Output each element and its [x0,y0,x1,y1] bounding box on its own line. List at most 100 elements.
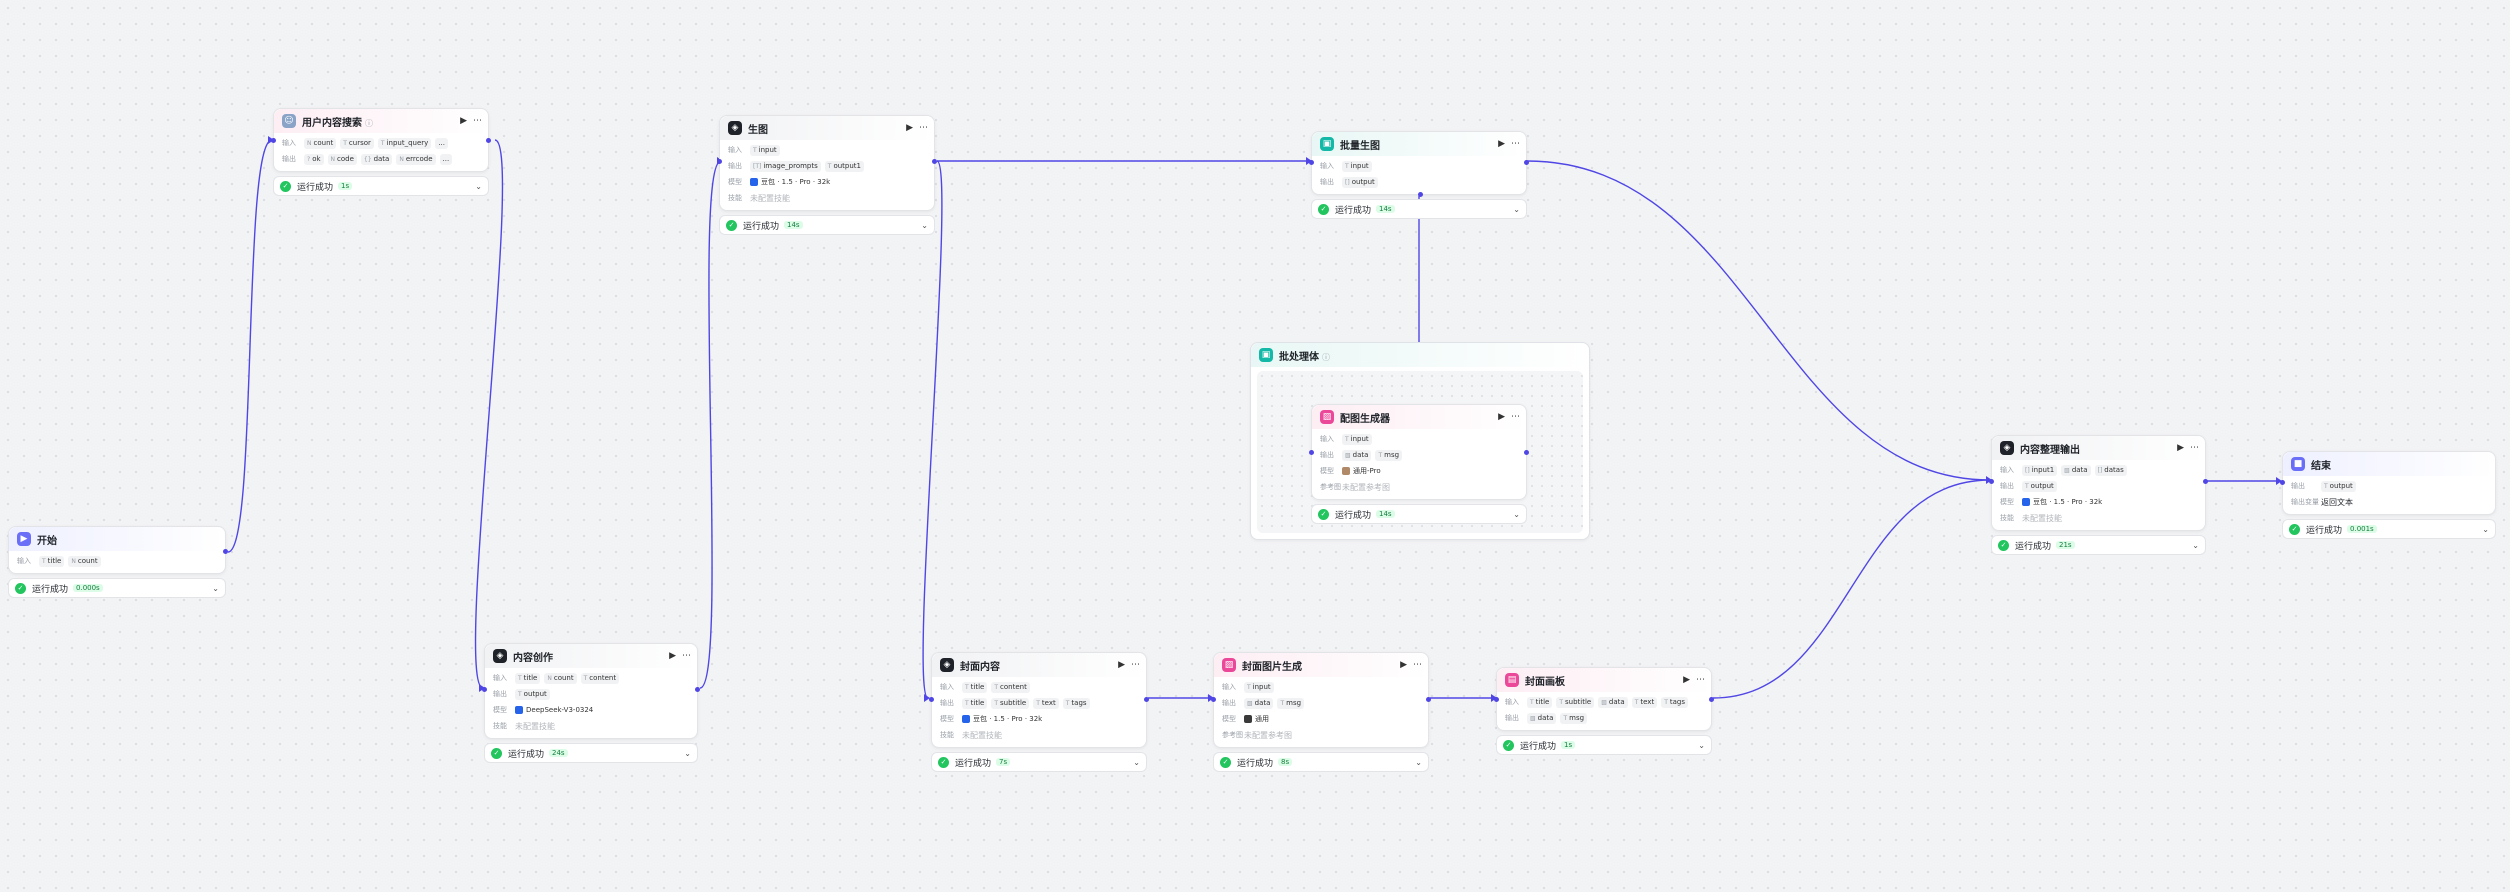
canvas-icon: ▤ [1505,673,1519,687]
output-port[interactable] [1709,697,1714,702]
model-thumb-icon [1342,467,1350,475]
run-status-bar[interactable]: ✓ 运行成功 24s ⌄ [484,743,698,763]
more-options-button[interactable]: ⋯ [1511,412,1520,422]
input-port[interactable] [2280,480,2285,485]
run-node-button[interactable]: ▶ [1400,660,1407,670]
doubao-icon [962,715,970,723]
run-node-button[interactable]: ▶ [1118,660,1125,670]
input-port[interactable] [929,697,934,702]
output-port[interactable] [1426,697,1431,702]
run-status-bar[interactable]: ✓ 运行成功 21s ⌄ [1991,535,2206,555]
input-port[interactable] [717,159,722,164]
success-check-icon: ✓ [1503,739,1514,751]
node-title: 封面内容 [960,661,1000,673]
node-title: 封面图片生成 [1242,661,1302,673]
run-node-button[interactable]: ▶ [1498,412,1505,422]
input-port[interactable] [1211,697,1216,702]
run-time-badge: 8s [1278,758,1293,766]
input-port[interactable] [1309,450,1314,455]
run-time-badge: 24s [549,749,568,757]
run-status-bar[interactable]: ✓ 运行成功 8s ⌄ [1213,752,1429,772]
chevron-down-icon[interactable]: ⌄ [921,220,928,230]
more-options-button[interactable]: ⋯ [1696,675,1705,685]
run-node-button[interactable]: ▶ [460,116,467,126]
batch-icon: ▣ [1320,137,1334,151]
node-title: 内容创作 [513,652,553,664]
input-port[interactable] [482,687,487,692]
deepseek-icon [515,706,523,714]
output-port[interactable] [223,549,228,554]
run-node-button[interactable]: ▶ [1498,139,1505,149]
chevron-down-icon[interactable]: ⌄ [2482,524,2489,534]
node-title: 批处理体 [1279,351,1319,363]
run-status-bar[interactable]: ✓ 运行成功 14s ⌄ [719,215,935,235]
image-gen-icon: ▨ [1320,410,1334,424]
run-time-badge: 0.000s [73,584,103,592]
more-options-button[interactable]: ⋯ [2190,443,2199,453]
input-port[interactable] [1989,479,1994,484]
run-time-badge: 14s [1376,510,1395,518]
info-icon[interactable]: ⓘ [365,118,373,128]
plugin-avatar-icon: ☺ [282,114,296,128]
output-port[interactable] [932,159,937,164]
chevron-down-icon[interactable]: ⌄ [212,583,219,593]
more-options-button[interactable]: ⋯ [1413,660,1422,670]
output-port[interactable] [1144,697,1149,702]
run-status-bar[interactable]: ✓ 运行成功 0.000s ⌄ [8,578,226,598]
chevron-down-icon[interactable]: ⌄ [1415,757,1422,767]
output-port[interactable] [486,138,491,143]
run-time-badge: 7s [996,758,1011,766]
more-options-button[interactable]: ⋯ [682,651,691,661]
batch-body-port[interactable] [1418,192,1423,197]
node-title: 用户内容搜索 [302,117,362,129]
more-options-button[interactable]: ⋯ [473,116,482,126]
output-port[interactable] [1524,450,1529,455]
run-time-badge: 14s [1376,205,1395,213]
run-status-bar[interactable]: ✓ 运行成功 14s ⌄ [1311,199,1527,219]
input-port[interactable] [1494,697,1499,702]
info-icon[interactable]: ⓘ [1322,352,1330,362]
success-check-icon: ✓ [1318,203,1329,215]
run-status-bar[interactable]: ✓ 运行成功 14s ⌄ [1311,504,1527,524]
run-node-button[interactable]: ▶ [669,651,676,661]
chevron-down-icon[interactable]: ⌄ [475,181,482,191]
more-options-button[interactable]: ⋯ [1131,660,1140,670]
success-check-icon: ✓ [491,747,502,759]
chevron-down-icon[interactable]: ⌄ [1698,740,1705,750]
chevron-down-icon[interactable]: ⌄ [1133,757,1140,767]
run-node-button[interactable]: ▶ [2177,443,2184,453]
chevron-down-icon[interactable]: ⌄ [1513,204,1520,214]
node-content-organize-output[interactable]: ◈ 内容整理输出 ▶ ⋯ 输入 []input1 ▧data []datas 输… [1989,435,2208,555]
run-time-badge: 21s [2056,541,2075,549]
node-title: 开始 [37,535,57,547]
more-options-button[interactable]: ⋯ [1511,139,1520,149]
run-node-button[interactable]: ▶ [1683,675,1690,685]
more-options-button[interactable]: ⋯ [919,123,928,133]
run-node-button[interactable]: ▶ [906,123,913,133]
llm-icon: ◈ [2000,441,2014,455]
node-title: 内容整理输出 [2020,444,2080,456]
input-port[interactable] [271,138,276,143]
run-status-bar[interactable]: ✓ 运行成功 1s ⌄ [1496,735,1712,755]
output-port[interactable] [1524,160,1529,165]
run-status-bar[interactable]: ✓ 运行成功 7s ⌄ [931,752,1147,772]
chevron-down-icon[interactable]: ⌄ [2192,540,2199,550]
chevron-down-icon[interactable]: ⌄ [1513,509,1520,519]
run-status-bar[interactable]: ✓ 运行成功 0.001s ⌄ [2282,519,2496,539]
chevron-down-icon[interactable]: ⌄ [684,748,691,758]
output-port[interactable] [2203,479,2208,484]
output-port[interactable] [695,687,700,692]
run-status-bar[interactable]: ✓ 运行成功 1s ⌄ [273,176,489,196]
input-port[interactable] [1309,160,1314,165]
